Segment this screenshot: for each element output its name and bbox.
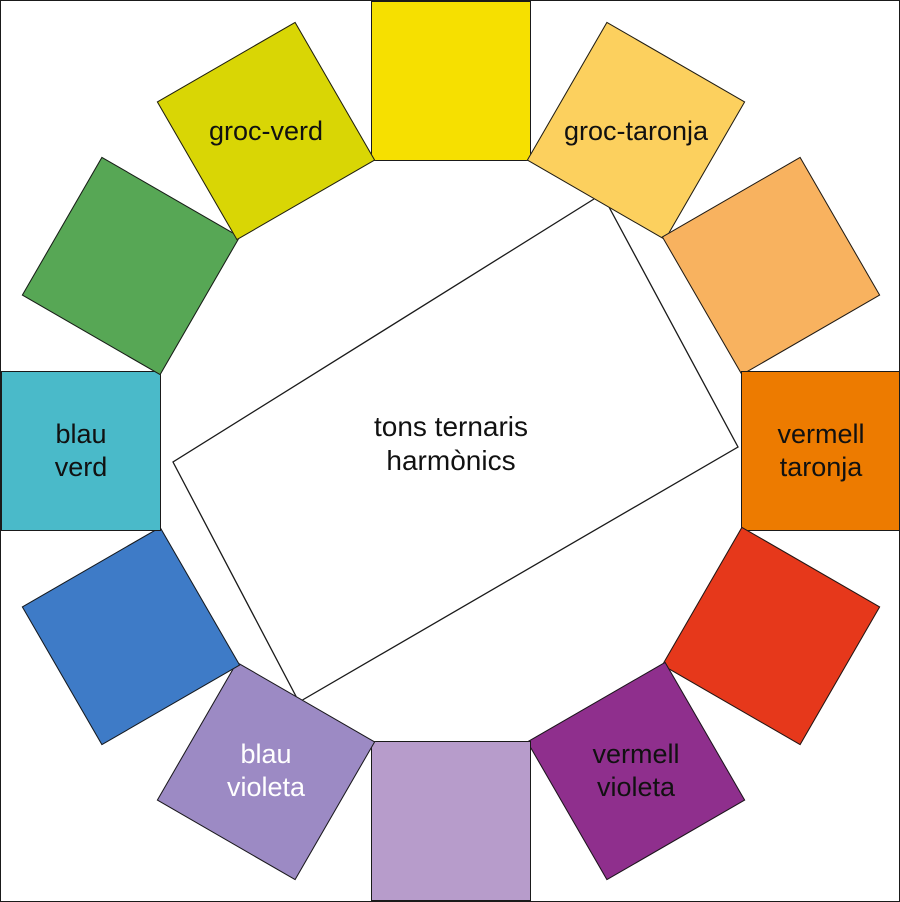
wheel-square-blau bbox=[21, 526, 241, 746]
square-fill bbox=[156, 21, 376, 241]
wheel-square-blau-verd: blau verd bbox=[1, 371, 161, 531]
wheel-square-groc bbox=[371, 1, 531, 161]
wheel-square-vermell-violeta: vermell violeta bbox=[526, 661, 746, 881]
center-caption-line1: tons ternaris bbox=[373, 411, 529, 442]
square-fill bbox=[661, 156, 881, 376]
wheel-square-violeta bbox=[371, 741, 531, 901]
square-fill bbox=[371, 1, 531, 161]
wheel-square-groc-verd: groc-verd bbox=[156, 21, 376, 241]
square-fill bbox=[1, 371, 161, 531]
square-fill bbox=[526, 661, 746, 881]
square-fill bbox=[21, 526, 241, 746]
square-fill bbox=[741, 371, 899, 531]
wheel-square-vermell-taronja: vermell taronja bbox=[741, 371, 899, 531]
center-caption-line2: harmònics bbox=[386, 445, 516, 476]
center-caption: tons ternaris harmònics bbox=[374, 410, 528, 478]
square-fill bbox=[371, 741, 531, 901]
wheel-square-taronja bbox=[661, 156, 881, 376]
